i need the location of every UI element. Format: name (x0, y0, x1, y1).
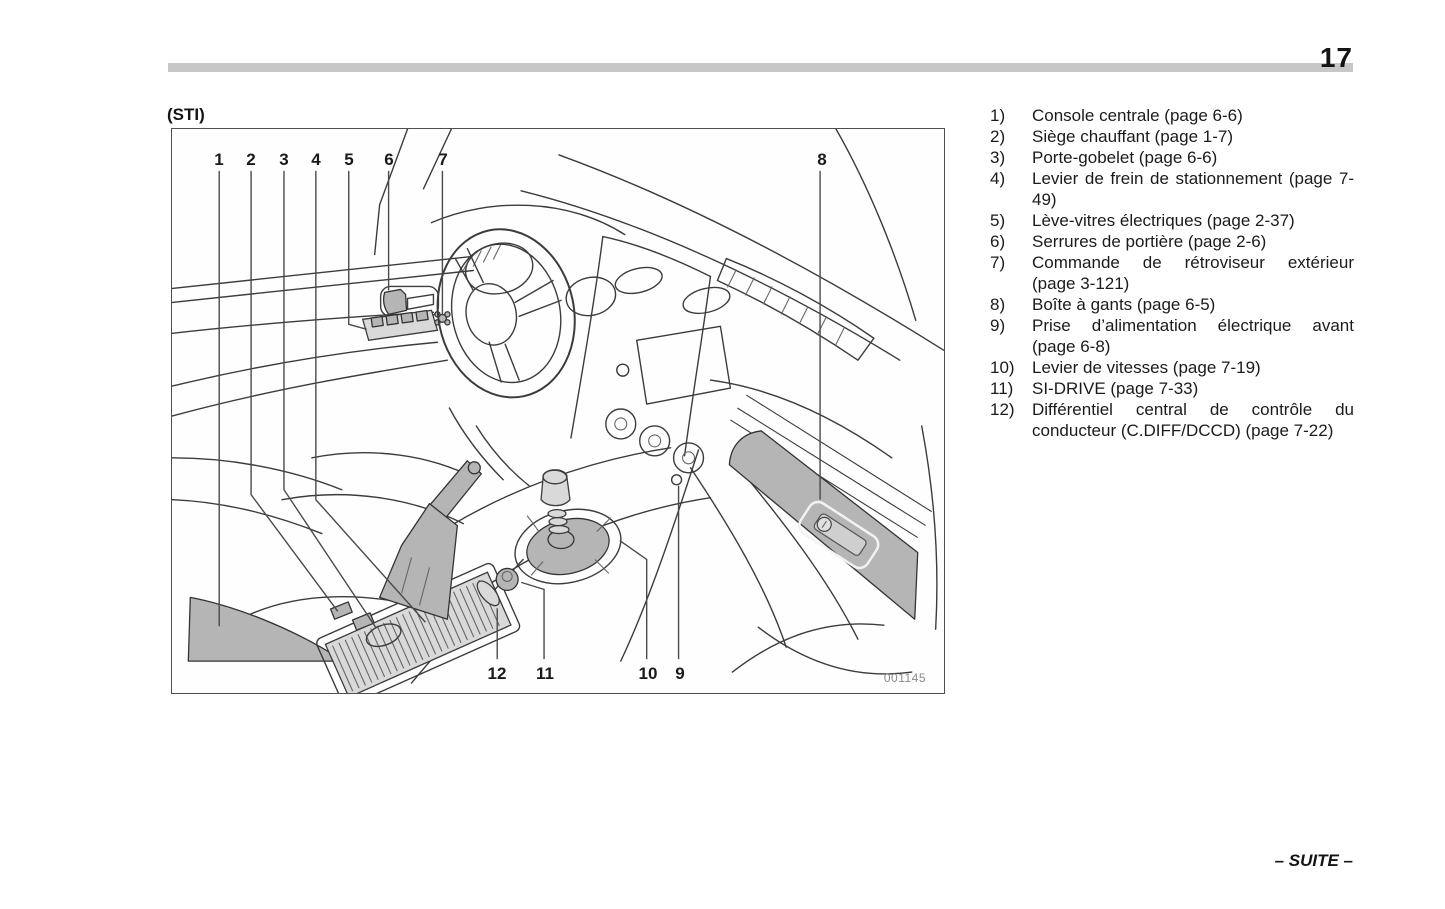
legend-item: 5) Lève-vitres électriques (page 2-37) (990, 210, 1354, 231)
legend-item-text: Console centrale (page 6-6) (1032, 106, 1243, 125)
legend-item-text: Différentiel central de contrôle du cond… (1032, 400, 1354, 440)
interior-diagram-figure: 1 2 3 4 5 6 7 8 12 11 10 9 001145 (171, 128, 945, 694)
legend-item-text: Porte-gobelet (page 6-6) (1032, 148, 1218, 167)
legend-item: 3) Porte-gobelet (page 6-6) (990, 147, 1354, 168)
callout-label-10: 10 (638, 664, 658, 683)
legend-item-text: Siège chauffant (page 1-7) (1032, 127, 1233, 146)
legend-item-text: Boîte à gants (page 6-5) (1032, 295, 1216, 314)
gear-shift-knob (540, 469, 571, 507)
legend-item: 11) SI-DRIVE (page 7-33) (990, 378, 1354, 399)
figure-code: 001145 (883, 671, 926, 685)
audio-display (636, 325, 732, 405)
callout-label-7: 7 (438, 150, 448, 169)
legend-item: 9) Prise d’alimentation électrique avant … (990, 315, 1354, 357)
legend-item: 4) Levier de frein de stationnement (page… (990, 168, 1354, 210)
steering-wheel (436, 228, 576, 487)
callout-label-2: 2 (246, 150, 256, 169)
callout-lines (218, 170, 821, 660)
callout-label-1: 1 (214, 150, 224, 169)
door-lock-handle (383, 288, 408, 315)
callout-label-12: 12 (487, 664, 507, 683)
legend-item-number: 3) (990, 148, 1006, 167)
header-rule (168, 63, 1353, 72)
callout-label-11: 11 (536, 664, 554, 683)
callout-label-3: 3 (279, 150, 289, 169)
legend-item-text: Lève-vitres électriques (page 2-37) (1032, 211, 1295, 230)
legend-item-text: Commande de rétroviseur extérieur (page … (1032, 253, 1354, 293)
seat-heater-switch (329, 601, 353, 620)
footer-continuation: – SUITE – (1274, 851, 1353, 870)
legend-item-text: Serrures de portière (page 2-6) (1032, 232, 1267, 251)
legend-item: 12) Différentiel central de contrôle du c… (990, 399, 1354, 441)
interior-diagram-drawing (172, 129, 944, 693)
legend-item-number: 9) (990, 316, 1006, 335)
si-drive-knob (495, 567, 519, 592)
legend-item-number: 7) (990, 253, 1006, 272)
page-number: 17 (1319, 42, 1353, 73)
legend-item: 2) Siège chauffant (page 1-7) (990, 126, 1354, 147)
door-sill-line (172, 255, 473, 290)
legend-item: 10) Levier de vitesses (page 7-19) (990, 357, 1354, 378)
cup-holder (365, 623, 402, 648)
legend-item-text: Levier de vitesses (page 7-19) (1032, 358, 1261, 377)
figure-variant-label: (STI) (167, 105, 205, 124)
legend-list: 1) Console centrale (page 6-6) 2) Siège ch… (990, 105, 1354, 441)
legend-item-number: 10) (990, 358, 1015, 377)
dash-vent (716, 257, 875, 361)
legend-item-number: 2) (990, 127, 1006, 146)
legend-item-number: 4) (990, 169, 1006, 188)
legend-item: 1) Console centrale (page 6-6) (990, 105, 1354, 126)
callout-label-4: 4 (311, 150, 321, 169)
legend-item-number: 8) (990, 295, 1006, 314)
callout-label-5: 5 (344, 150, 354, 169)
legend-item-number: 6) (990, 232, 1006, 251)
power-outlet (670, 474, 683, 486)
callout-label-9: 9 (675, 664, 685, 683)
legend-item: 6) Serrures de portière (page 2-6) (990, 231, 1354, 252)
instrument-cluster (430, 204, 626, 236)
legend-item-number: 1) (990, 106, 1006, 125)
glove-box (728, 394, 932, 620)
callout-label-8: 8 (817, 150, 827, 169)
legend-item: 7) Commande de rétroviseur extérieur (pag… (990, 252, 1354, 294)
legend-item-number: 11) (990, 379, 1014, 398)
legend-item-text: Levier de frein de stationnement (page 7… (1032, 169, 1354, 209)
legend-item-text: SI-DRIVE (page 7-33) (1032, 379, 1199, 398)
dccd-switch (476, 580, 500, 607)
legend-item: 8) Boîte à gants (page 6-5) (990, 294, 1354, 315)
callout-label-6: 6 (384, 150, 394, 169)
legend-item-number: 5) (990, 211, 1006, 230)
legend-item-number: 12) (990, 400, 1015, 419)
gear-shift-lever (514, 469, 622, 585)
legend-item-text: Prise d’alimentation électrique avant (p… (1032, 316, 1354, 356)
center-stack (570, 235, 732, 474)
